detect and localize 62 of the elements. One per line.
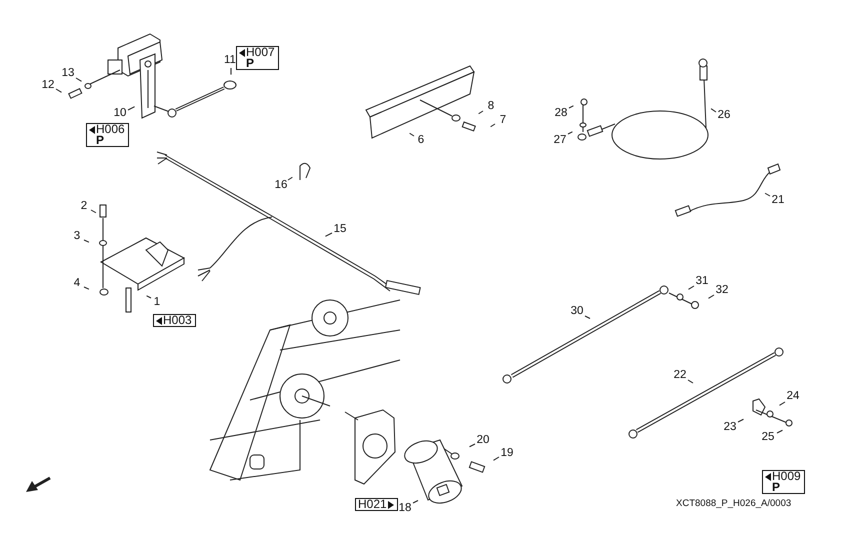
leader-line xyxy=(146,295,152,298)
leader-line xyxy=(779,402,786,406)
callout-number: 24 xyxy=(783,389,803,403)
leader-line xyxy=(90,210,96,214)
callout-number: 4 xyxy=(67,276,87,290)
callout-number: 7 xyxy=(493,113,513,127)
leader-line xyxy=(478,110,484,114)
leader-line xyxy=(56,88,62,93)
leader-line xyxy=(568,105,574,108)
leader-line xyxy=(76,78,82,82)
tie-rod-drawing xyxy=(502,286,668,384)
callout-number: 18 xyxy=(395,501,415,515)
callout-number: 25 xyxy=(758,430,778,444)
leader-line xyxy=(412,500,418,504)
leader-line xyxy=(688,380,694,384)
callout-number: 15 xyxy=(330,222,350,236)
callout-number: 23 xyxy=(720,420,740,434)
callout-number: 8 xyxy=(481,99,501,113)
callout-number: 28 xyxy=(551,106,571,120)
page-reference-box: H006 P xyxy=(86,123,129,147)
leader-line xyxy=(324,232,332,237)
page-reference-box: H007 P xyxy=(236,46,279,70)
page-reference-box: H009 P xyxy=(762,470,805,494)
leader-line xyxy=(84,286,90,290)
leader-line xyxy=(710,108,716,112)
leader-line xyxy=(776,430,783,434)
leader-line xyxy=(490,124,496,128)
drawing-number: XCT8088_P_H026_A/0003 xyxy=(676,498,792,509)
callout-number: 3 xyxy=(67,229,87,243)
callout-number: 1 xyxy=(147,295,167,309)
leader-line xyxy=(409,132,414,136)
leader-line xyxy=(469,444,476,448)
callout-number: 19 xyxy=(497,446,517,460)
callout-number: 13 xyxy=(58,66,78,80)
leader-line xyxy=(584,316,590,319)
callout-number: 27 xyxy=(550,133,570,147)
callout-number: 31 xyxy=(692,274,712,288)
leader-line xyxy=(708,294,714,299)
leader-line xyxy=(84,240,90,243)
page-reference-box: H021 xyxy=(355,498,398,511)
callout-number: 20 xyxy=(473,433,493,447)
leader-line xyxy=(568,131,573,134)
page-reference-box: H003 xyxy=(153,314,196,327)
callout-number: 10 xyxy=(110,106,130,120)
callout-number: 12 xyxy=(38,78,58,92)
leader-line xyxy=(493,456,500,461)
tie-rod-drawing xyxy=(628,348,784,438)
callout-number: 30 xyxy=(567,304,587,318)
leader-line xyxy=(230,68,232,76)
leader-line xyxy=(288,176,293,180)
callout-number: 22 xyxy=(670,368,690,382)
leader-line xyxy=(128,106,136,110)
leader-line xyxy=(764,192,770,196)
callout-number: 16 xyxy=(271,178,291,192)
callout-number: 32 xyxy=(712,283,732,297)
callout-number: 2 xyxy=(74,199,94,213)
leader-line xyxy=(738,418,744,422)
motor-drawing xyxy=(404,439,463,504)
callout-number: 21 xyxy=(768,193,788,207)
leader-line xyxy=(688,286,694,290)
callout-number: 6 xyxy=(411,133,431,147)
callout-number: 26 xyxy=(714,108,734,122)
